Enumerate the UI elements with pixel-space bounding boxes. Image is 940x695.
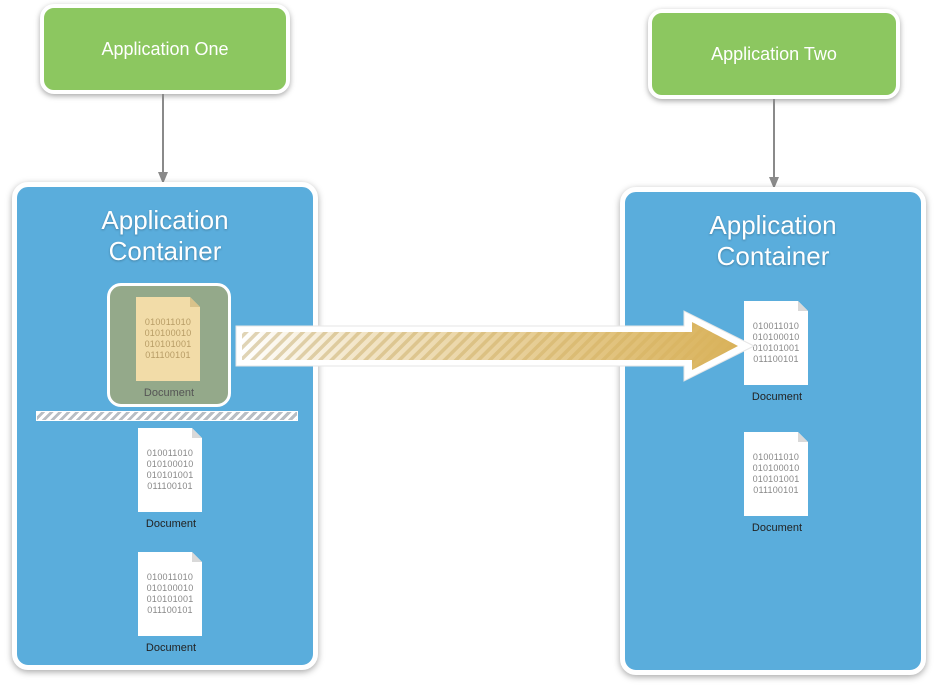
document-fold-corner — [190, 297, 200, 307]
document-binary-text: 010011010 010100010 010101001 011100101 — [144, 317, 192, 360]
document-move-arrow — [235, 310, 756, 382]
document-fold-corner — [192, 428, 202, 438]
document-page-icon — [138, 428, 202, 512]
document-page-icon — [138, 552, 202, 636]
document-page-icon — [744, 301, 808, 385]
app-two-connector-arrow — [769, 99, 779, 189]
left-document-selected[interactable]: 010011010 010100010 010101001 011100101 … — [124, 297, 214, 409]
left-document-2[interactable]: 010011010 010100010 010101001 011100101 … — [126, 428, 216, 540]
right-container-title: Application Container — [625, 210, 921, 272]
document-binary-text: 010011010 010100010 010101001 011100101 — [146, 448, 194, 491]
document-label: Document — [145, 518, 197, 530]
document-binary-text: 010011010 010100010 010101001 011100101 — [752, 452, 800, 495]
left-document-3[interactable]: 010011010 010100010 010101001 011100101 … — [126, 552, 216, 664]
document-fold-corner — [798, 301, 808, 311]
document-label: Document — [751, 522, 803, 534]
document-binary-text: 010011010 010100010 010101001 011100101 — [752, 321, 800, 364]
document-page-icon — [136, 297, 200, 381]
right-application-container: Application Container 010011010 01010001… — [620, 187, 926, 675]
right-document-2[interactable]: 010011010 010100010 010101001 011100101 … — [732, 432, 822, 544]
application-one-box: Application One — [40, 4, 290, 94]
document-label: Document — [751, 391, 803, 403]
right-document-1[interactable]: 010011010 010100010 010101001 011100101 … — [732, 301, 822, 413]
app-one-connector-arrow — [158, 94, 168, 184]
right-container-title-line1: Application — [709, 210, 837, 240]
left-application-container: Application Container 010011010 01010001… — [12, 182, 318, 670]
application-one-label: Application One — [101, 38, 229, 59]
left-container-title-line2: Container — [108, 236, 222, 266]
left-container-title-line1: Application — [101, 205, 229, 235]
application-two-label: Application Two — [711, 43, 837, 64]
hatched-divider — [36, 411, 298, 421]
document-label: Document — [145, 642, 197, 654]
left-container-title: Application Container — [17, 205, 313, 267]
document-page-icon — [744, 432, 808, 516]
document-fold-corner — [192, 552, 202, 562]
document-binary-text: 010011010 010100010 010101001 011100101 — [146, 572, 194, 615]
right-container-title-line2: Container — [716, 241, 830, 271]
application-two-box: Application Two — [648, 9, 900, 99]
document-fold-corner — [798, 432, 808, 442]
document-label: Document — [143, 387, 195, 399]
